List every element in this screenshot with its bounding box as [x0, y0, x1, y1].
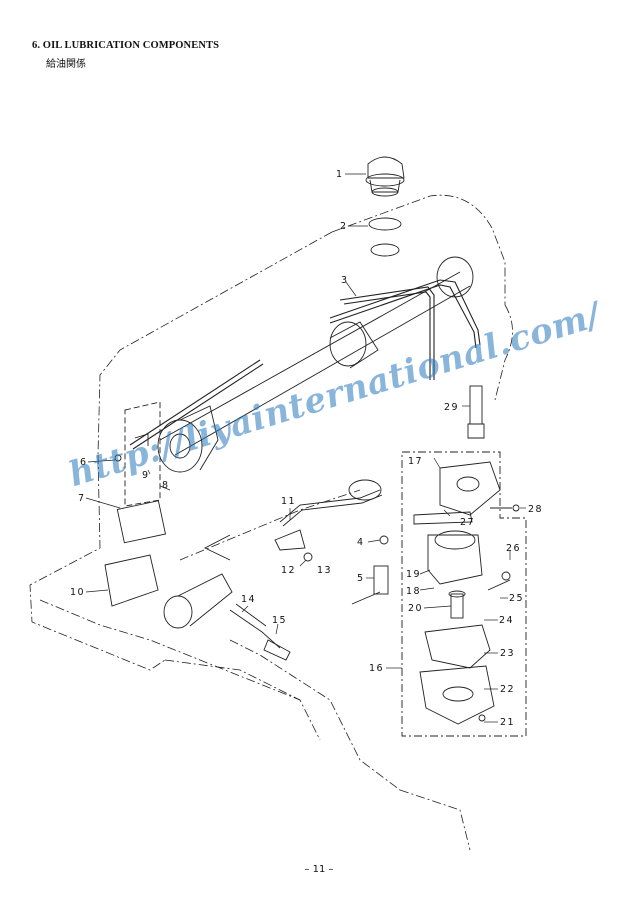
part-label-26: 26	[506, 543, 521, 554]
part-label-8: 8	[162, 480, 170, 491]
part-label-18: 18	[406, 586, 421, 597]
part-label-22: 22	[500, 684, 515, 695]
oil-cap	[365, 156, 405, 197]
part-label-13: 13	[317, 565, 332, 576]
section-title: 6. OIL LUBRICATION COMPONENTS	[32, 40, 220, 51]
oil-pump-parts	[413, 461, 520, 725]
leader-lines	[85, 173, 526, 723]
part-label-16: 16	[369, 663, 384, 674]
part-label-27: 27	[460, 517, 475, 528]
oil-pump-box	[401, 451, 527, 737]
part-label-10: 10	[70, 587, 85, 598]
o-ring	[368, 217, 402, 231]
part-label-29: 29	[444, 402, 459, 413]
machine-arm-outline	[29, 194, 513, 851]
part-label-17: 17	[408, 456, 423, 467]
needle-bar-parts	[104, 401, 167, 607]
part-label-5: 5	[357, 573, 365, 584]
oil-tube	[467, 385, 485, 439]
part-label-2: 2	[340, 221, 348, 232]
part-label-7: 7	[78, 493, 86, 504]
part-label-20: 20	[408, 603, 423, 614]
part-label-12: 12	[281, 565, 296, 576]
part-label-11: 11	[281, 496, 296, 507]
page-number: – 11 –	[304, 864, 334, 875]
part-label-15: 15	[272, 615, 287, 626]
part-label-19: 19	[406, 569, 421, 580]
part-label-9: 9	[142, 470, 150, 481]
part-label-3: 3	[341, 275, 349, 286]
arm-shaft	[157, 256, 474, 473]
part-label-23: 23	[500, 648, 515, 659]
part-label-1: 1	[336, 169, 344, 180]
oil-pipe	[129, 279, 481, 450]
part-label-21: 21	[500, 717, 515, 728]
part-label-25: 25	[509, 593, 524, 604]
felt-assembly	[163, 573, 291, 661]
part-label-14: 14	[241, 594, 256, 605]
part-label-24: 24	[499, 615, 514, 626]
part-label-28: 28	[528, 504, 543, 515]
pipe-assembly	[203, 479, 383, 562]
part-label-4: 4	[357, 537, 365, 548]
section-title-japanese: 給油関係	[46, 59, 86, 70]
part-label-6: 6	[80, 457, 88, 468]
